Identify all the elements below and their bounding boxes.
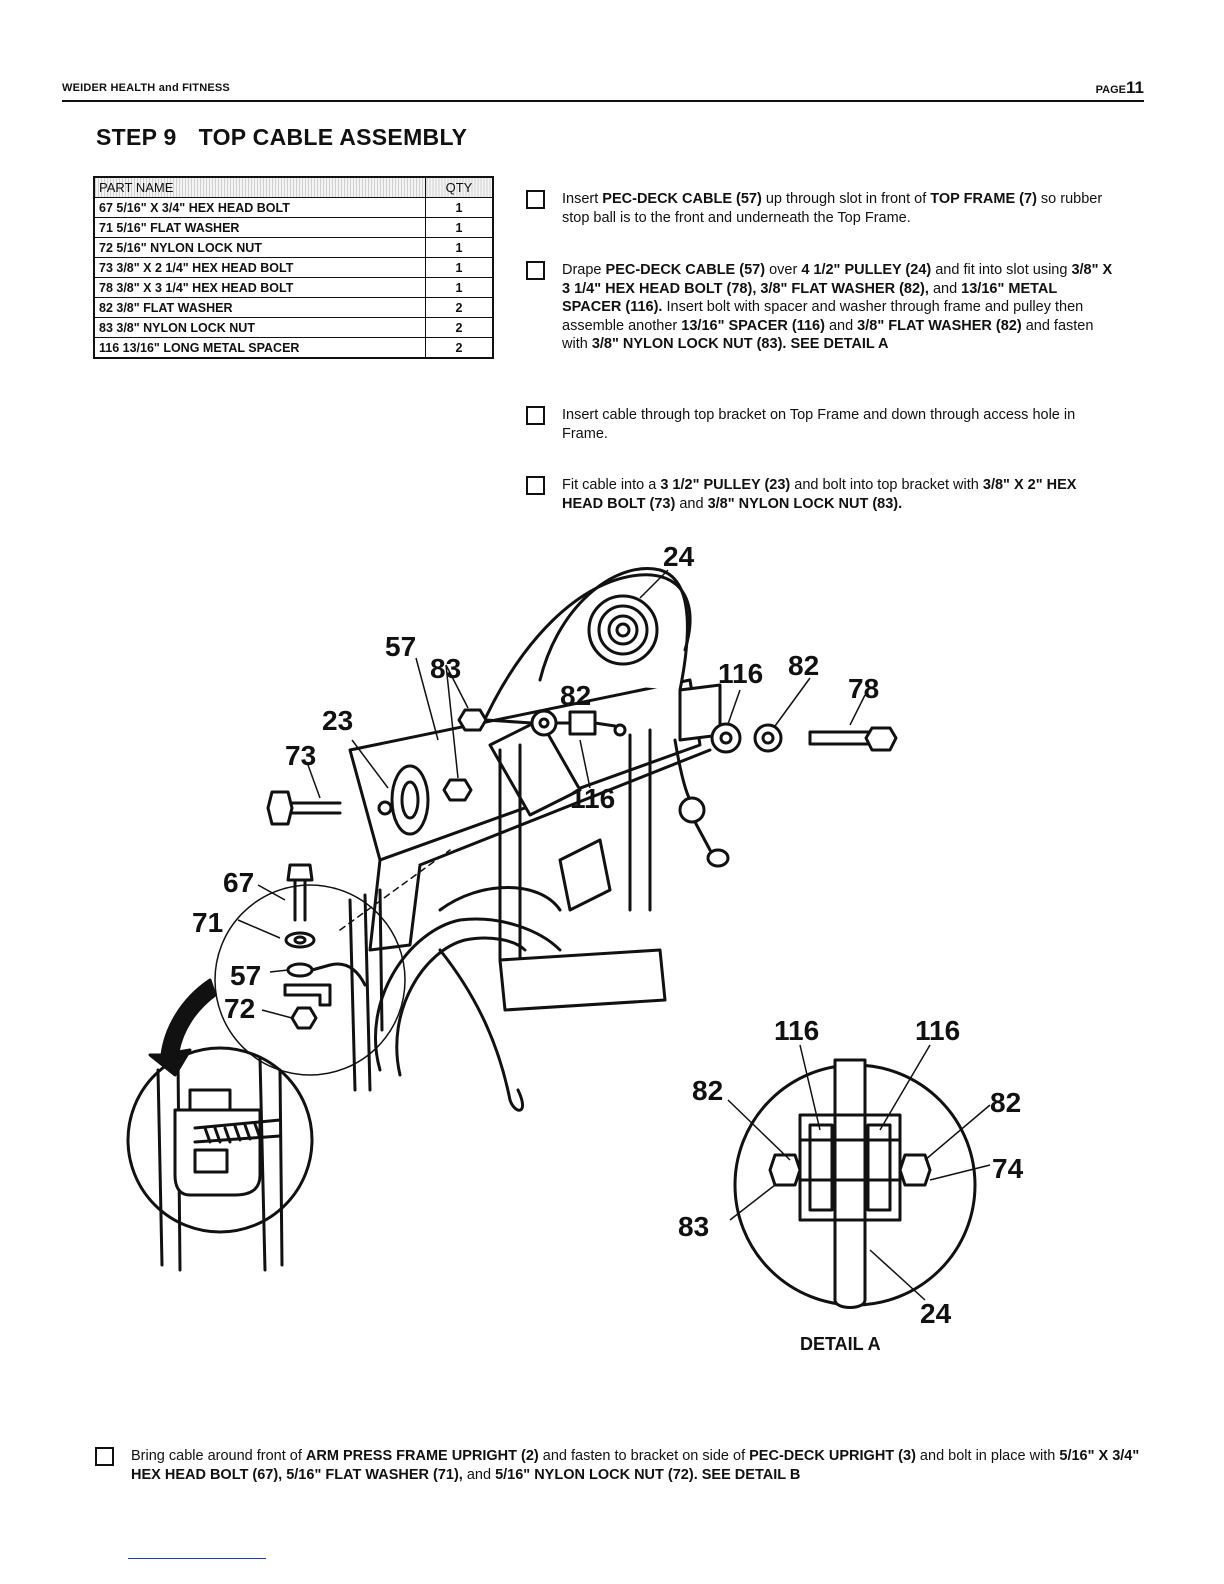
checkbox[interactable] (526, 261, 545, 280)
detail-a-callout-116-right: 116 (915, 1015, 960, 1046)
parts-table-header: PART NAME QTY (93, 176, 494, 198)
part-name-header: PART NAME (93, 176, 426, 198)
spacer-116 (568, 710, 597, 736)
step-number: STEP 9 (96, 124, 177, 150)
page-indicator: PAGE11 (1096, 78, 1144, 98)
instruction-step-4: Fit cable into a 3 1/2" PULLEY (23) and … (526, 476, 1118, 513)
part-name: 71 5/16" FLAT WASHER (93, 217, 426, 238)
bolt-67 (293, 873, 307, 922)
part-name: 78 3/8" X 3 1/4" HEX HEAD BOLT (93, 277, 426, 298)
parts-table: PART NAME QTY 67 5/16" X 3/4" HEX HEAD B… (93, 176, 494, 359)
instruction-step-5: Bring cable around front of ARM PRESS FR… (95, 1447, 1145, 1484)
page-header: WEIDER HEALTH and FITNESS PAGE11 (62, 78, 1144, 102)
page-label: PAGE (1095, 84, 1127, 96)
instruction-step-2: Drape PEC-DECK CABLE (57) over 4 1/2" PU… (526, 261, 1118, 354)
part-qty: 1 (425, 277, 494, 298)
callout-57: 57 (385, 631, 416, 662)
callout-72: 72 (224, 993, 255, 1024)
qty-header: QTY (425, 176, 494, 198)
part-qty: 1 (425, 237, 494, 258)
callout-83: 83 (430, 653, 461, 684)
detail-a-callout-82-right: 82 (990, 1087, 1021, 1118)
page-title: STEP 9 TOP CABLE ASSEMBLY (96, 124, 467, 151)
part-qty: 2 (425, 337, 494, 359)
instruction-text: Insert PEC-DECK CABLE (57) up through sl… (562, 191, 1103, 226)
bolt-78 (808, 730, 872, 746)
checkbox[interactable] (526, 476, 545, 495)
callout-82-right: 82 (788, 650, 819, 681)
detail-a-callout-82-left: 82 (692, 1075, 723, 1106)
callout-116: 116 (718, 658, 763, 689)
callout-116-lower: 116 (570, 783, 615, 814)
instruction-step-1: Insert PEC-DECK CABLE (57) up through sl… (526, 190, 1118, 227)
detail-arrow (148, 978, 217, 1077)
checkbox[interactable] (95, 1447, 114, 1466)
part-qty: 1 (425, 257, 494, 278)
checkbox[interactable] (526, 190, 545, 209)
detail-a-title: DETAIL A (800, 1334, 881, 1354)
callout-67: 67 (223, 867, 254, 898)
part-name: 67 5/16" X 3/4" HEX HEAD BOLT (93, 197, 426, 218)
pulley-23 (390, 764, 430, 836)
part-name: 83 3/8" NYLON LOCK NUT (93, 317, 426, 338)
detail-a-callout-83: 83 (678, 1211, 709, 1242)
nut-72 (290, 1006, 318, 1030)
washer-82 (530, 709, 558, 737)
washer-71 (284, 931, 316, 949)
part-name: 82 3/8" FLAT WASHER (93, 297, 426, 318)
part-qty: 1 (425, 217, 494, 238)
callout-23: 23 (322, 705, 353, 736)
bolt-73 (283, 801, 342, 815)
page-number: 11 (1126, 78, 1144, 97)
part-name: 72 5/16" NYLON LOCK NUT (93, 237, 426, 258)
instruction-step-3: Insert cable through top bracket on Top … (526, 406, 1118, 443)
frame-upright (498, 728, 652, 962)
pec-deck-cable (478, 573, 692, 732)
part-qty: 2 (425, 297, 494, 318)
checkbox[interactable] (526, 406, 545, 425)
step-name: TOP CABLE ASSEMBLY (198, 124, 468, 150)
callout-73: 73 (285, 740, 316, 771)
part-qty: 2 (425, 317, 494, 338)
callout-71: 71 (192, 907, 223, 938)
instruction-text: Drape PEC-DECK CABLE (57) over 4 1/2" PU… (562, 262, 1113, 352)
instruction-text: Fit cable into a 3 1/2" PULLEY (23) and … (562, 477, 1077, 512)
callout-82: 82 (560, 680, 591, 711)
part-name: 116 13/16" LONG METAL SPACER (93, 337, 426, 359)
callout-78: 78 (848, 673, 879, 704)
detail-a-callout-24: 24 (920, 1298, 952, 1329)
detail-a-callout-74: 74 (992, 1153, 1024, 1184)
callout-24: 24 (663, 541, 695, 572)
detail-a-callout-116-left: 116 (774, 1015, 819, 1046)
instruction-text: Insert cable through top bracket on Top … (562, 407, 1076, 442)
instruction-text: Bring cable around front of ARM PRESS FR… (131, 1448, 1140, 1483)
part-qty: 1 (425, 197, 494, 218)
assembly-diagram: 24 57 83 82 23 73 116 82 78 116 67 71 57… (126, 541, 1024, 1354)
brand-name: WEIDER HEALTH and FITNESS (62, 82, 230, 94)
footer-rule (128, 1558, 266, 1559)
part-name: 73 3/8" X 2 1/4" HEX HEAD BOLT (93, 257, 426, 278)
callout-57-lower: 57 (230, 960, 261, 991)
arm-press-frame (374, 917, 562, 1072)
